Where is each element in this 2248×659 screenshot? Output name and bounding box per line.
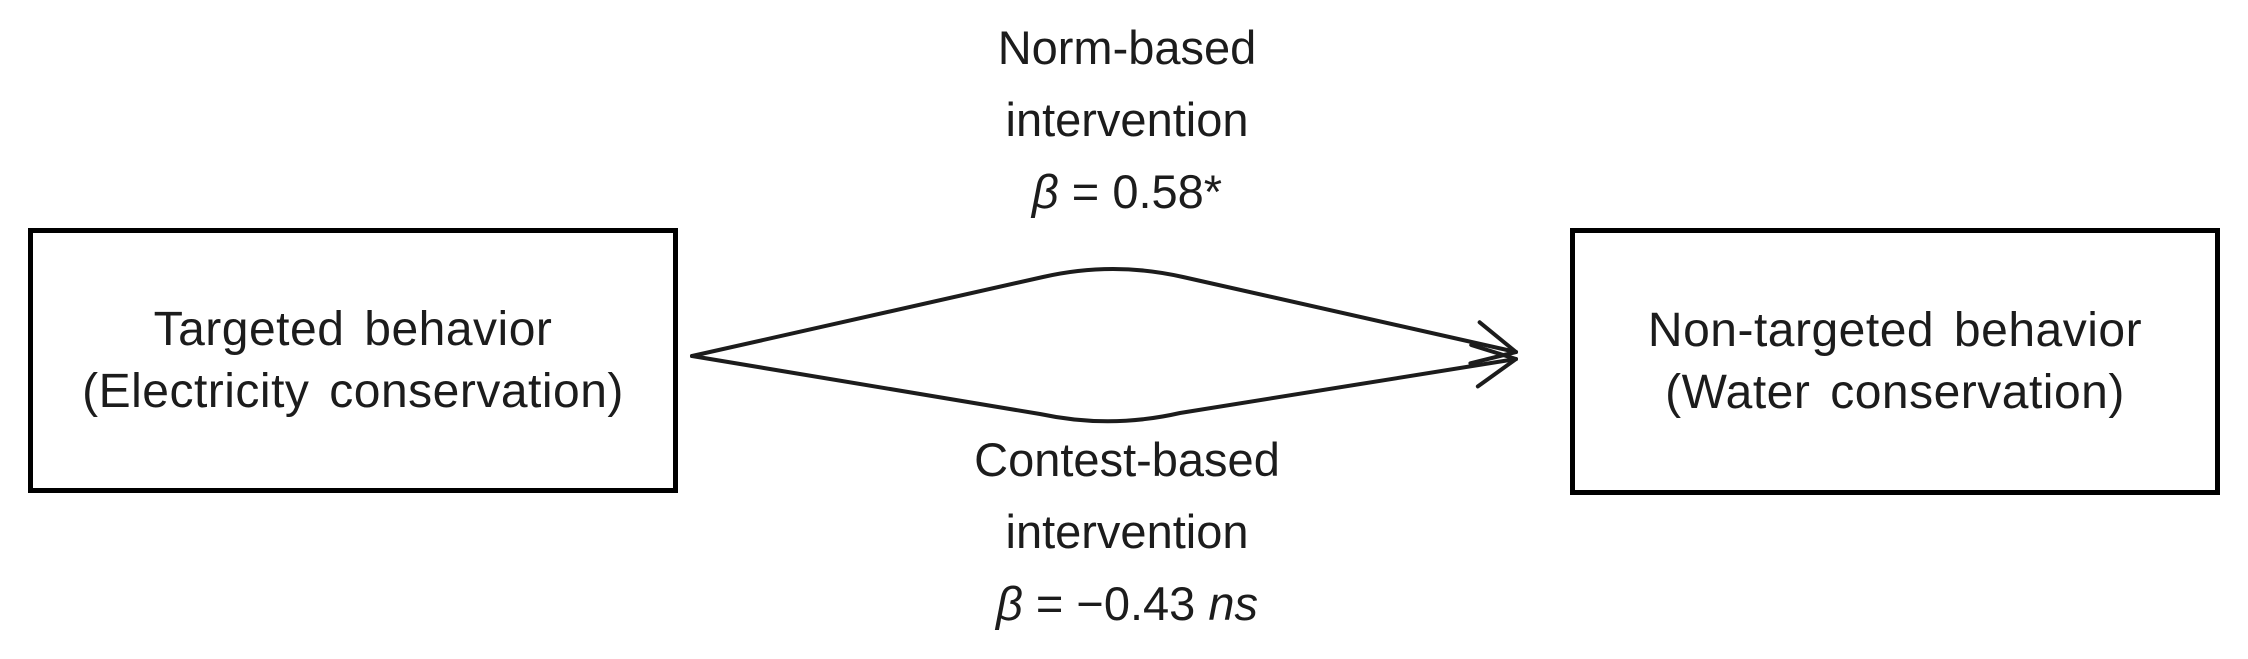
path-label-line2: intervention: [1005, 505, 1249, 558]
significance-ns: ns: [1208, 577, 1259, 630]
path-label-line2: intervention: [1005, 93, 1249, 146]
label-contest-based-intervention: Contest-based intervention β = −0.43 ns: [847, 424, 1407, 640]
node-targeted-behavior: Targeted behavior (Electricity conservat…: [28, 228, 678, 493]
coefficient-value: = −0.43: [1022, 577, 1209, 630]
beta-symbol: β: [995, 577, 1023, 630]
node-title: Non-targeted behavior: [1647, 303, 2143, 357]
significance-asterisk: *: [1203, 165, 1223, 218]
node-subtitle: (Water conservation): [1665, 365, 2125, 419]
arrow-norm-based: [690, 267, 1518, 366]
path-label-line1: Norm-based: [997, 21, 1257, 74]
coefficient-contest-based: β = −0.43 ns: [847, 568, 1407, 640]
node-title: Targeted behavior: [153, 302, 553, 356]
beta-symbol: β: [1031, 165, 1059, 218]
coefficient-value: = 0.58: [1058, 165, 1204, 218]
path-label-line1: Contest-based: [974, 433, 1280, 486]
arrow-contest-based: [690, 342, 1518, 424]
coefficient-norm-based: β = 0.58*: [847, 156, 1407, 228]
node-non-targeted-behavior: Non-targeted behavior (Water conservatio…: [1570, 228, 2220, 495]
node-subtitle: (Electricity conservation): [82, 364, 624, 418]
label-norm-based-intervention: Norm-based intervention β = 0.58*: [847, 12, 1407, 228]
